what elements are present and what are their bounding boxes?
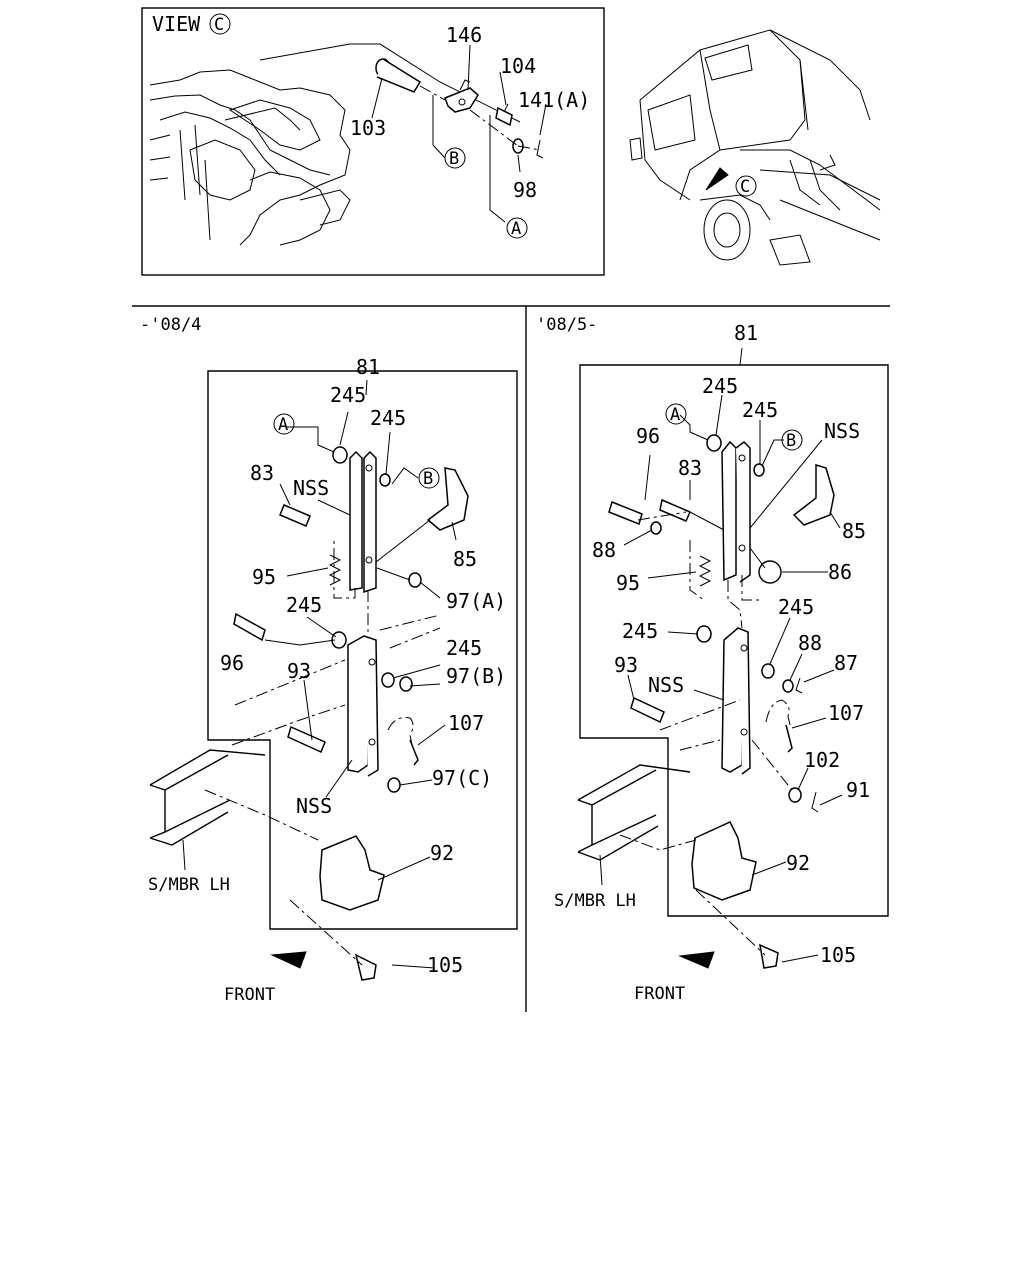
callout-245-c: 245: [286, 593, 322, 617]
front-arrow-right: [678, 951, 715, 969]
callout-245-b: 245: [370, 406, 406, 430]
callout-104: 104: [500, 54, 536, 78]
front-arrow: [270, 951, 307, 969]
truck-cab-sketch: [629, 29, 881, 266]
left-ref-b: B: [423, 469, 433, 489]
callout-86: 86: [828, 560, 852, 584]
callout-92-right: 92: [786, 851, 810, 875]
clevis-146: [444, 79, 479, 113]
snap-ring-86: [758, 560, 782, 584]
callout-245-a: 245: [330, 383, 366, 407]
left-ref-a: A: [278, 415, 288, 435]
right-ref-b: B: [786, 431, 796, 451]
callout-92: 92: [430, 841, 454, 865]
view-c-detail: VIEW C: [141, 7, 605, 276]
callout-88-a: 88: [592, 538, 616, 562]
ref-a: A: [511, 219, 521, 239]
callout-85-right: 85: [842, 519, 866, 543]
callout-97b: 97(B): [446, 664, 506, 688]
callout-93-right: 93: [614, 653, 638, 677]
view-title: VIEW: [152, 12, 201, 36]
lower-link: [347, 635, 379, 777]
callout-245-a-right: 245: [702, 374, 738, 398]
engine-sketch: [149, 43, 521, 246]
callout-83-right: 83: [678, 456, 702, 480]
callout-245-d: 245: [446, 636, 482, 660]
nss-lower: NSS: [296, 794, 332, 818]
nss-upper: NSS: [293, 476, 329, 500]
truck-ref-c: C: [740, 177, 750, 197]
front-label: FRONT: [224, 985, 275, 1005]
callout-98: 98: [513, 178, 537, 202]
callout-97a: 97(A): [446, 589, 506, 613]
callout-107-right: 107: [828, 701, 864, 725]
callout-102: 102: [804, 748, 840, 772]
callout-96: 96: [220, 651, 244, 675]
ref-b: B: [449, 149, 459, 169]
upper-link-right: [721, 440, 751, 583]
callout-88-b: 88: [798, 631, 822, 655]
period-label: -'08/4: [140, 315, 201, 335]
left-panel: -'08/4 81: [140, 315, 518, 1005]
callout-146: 146: [446, 23, 482, 47]
callout-95: 95: [252, 565, 276, 589]
callout-93: 93: [287, 659, 311, 683]
callout-91: 91: [846, 778, 870, 802]
callout-97c: 97(C): [432, 766, 492, 790]
right-panel: '08/5- 81: [536, 315, 889, 1004]
callout-107: 107: [448, 711, 484, 735]
callout-245-d-right: 245: [778, 595, 814, 619]
nss-lower-right: NSS: [648, 673, 684, 697]
assembly-outline: [207, 370, 518, 930]
callout-245-c-right: 245: [622, 619, 658, 643]
callout-96-right: 96: [636, 424, 660, 448]
period-label-right: '08/5-: [536, 315, 597, 335]
callout-245-b-right: 245: [742, 398, 778, 422]
callout-141: 141(A): [518, 88, 590, 112]
pin-103: [375, 58, 422, 93]
view-c-arrow: [705, 167, 729, 191]
front-label-right: FRONT: [634, 984, 685, 1004]
lower-link-right: [721, 626, 751, 775]
callout-95-right: 95: [616, 571, 640, 595]
callout-83: 83: [250, 461, 274, 485]
callout-105-right: 105: [820, 943, 856, 967]
callout-81-right: 81: [734, 321, 758, 345]
callout-85: 85: [453, 547, 477, 571]
assembly-outline-right: [579, 364, 889, 917]
callout-81: 81: [356, 355, 380, 379]
cotter-pin-141: [536, 139, 544, 159]
view-title-ref: C: [214, 15, 224, 35]
callout-105: 105: [427, 953, 463, 977]
nss-upper-right: NSS: [824, 419, 860, 443]
callout-103: 103: [350, 116, 386, 140]
side-member-label-right: S/MBR LH: [554, 891, 636, 911]
callout-87: 87: [834, 651, 858, 675]
right-ref-a: A: [670, 405, 680, 425]
bolt-104: [495, 103, 513, 127]
side-member-label: S/MBR LH: [148, 875, 230, 895]
upper-link: [349, 450, 377, 594]
